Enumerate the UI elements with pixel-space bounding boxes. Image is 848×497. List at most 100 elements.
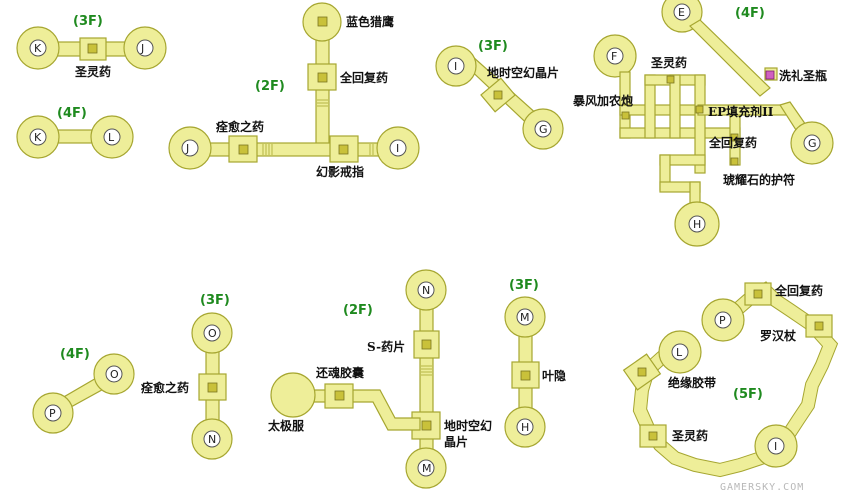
warp-node-label: O xyxy=(110,368,119,381)
treasure-chest-icon[interactable] xyxy=(87,43,98,54)
watermark: GAMERSKY.COM xyxy=(720,482,804,493)
warp-node[interactable] xyxy=(417,281,435,299)
warp-node[interactable] xyxy=(606,47,624,65)
treasure-chest-icon[interactable] xyxy=(730,157,739,166)
treasure-chest-icon[interactable] xyxy=(334,390,345,401)
warp-node-label: H xyxy=(693,218,701,231)
warp-node-label: M xyxy=(520,311,530,324)
floor-label: (5F) xyxy=(733,387,763,402)
warp-node-label: I xyxy=(396,142,399,155)
stairs xyxy=(262,99,374,155)
warp-node[interactable] xyxy=(181,139,199,157)
item-label: 地时空幻 xyxy=(444,418,492,433)
warp-node-label: G xyxy=(808,137,817,150)
treasure-chest-icon[interactable] xyxy=(765,70,775,80)
item-label: 痊愈之药 xyxy=(215,119,264,134)
treasure-chest-icon[interactable] xyxy=(666,75,675,84)
item-label: 全回复药 xyxy=(774,283,823,298)
room xyxy=(324,383,354,409)
map-3f-o-n: (3F) O N 痊愈之药 xyxy=(140,293,233,460)
warp-node-label: L xyxy=(676,346,683,359)
item-label: 圣灵药 xyxy=(650,55,687,70)
warp-node-label: L xyxy=(108,131,115,144)
warp-node[interactable] xyxy=(534,120,552,138)
treasure-chest-icon[interactable] xyxy=(493,90,503,100)
item-label: 暴风加农炮 xyxy=(572,93,633,108)
warp-node-label: I xyxy=(774,440,777,453)
warp-node-label: K xyxy=(34,131,42,144)
map-4f-efgh: (4F) E F G H 圣灵 xyxy=(572,0,834,247)
warp-node-label: P xyxy=(719,314,726,327)
floor-label: (2F) xyxy=(255,79,285,94)
item-label: 洗礼圣瓶 xyxy=(779,68,827,83)
item-label: 叶隐 xyxy=(542,368,566,383)
treasure-chest-icon[interactable] xyxy=(648,431,658,441)
item-label: 太极服 xyxy=(268,418,305,433)
treasure-chest-icon[interactable] xyxy=(338,144,349,155)
room-end xyxy=(270,372,316,418)
warp-node-label: J xyxy=(140,42,144,55)
treasure-chest-icon[interactable] xyxy=(421,339,432,350)
warp-node[interactable] xyxy=(671,343,689,361)
treasure-chest-icon[interactable] xyxy=(421,420,432,431)
warp-node[interactable] xyxy=(447,57,465,75)
treasure-chest-icon[interactable] xyxy=(317,72,328,83)
item-label: 幻影戒指 xyxy=(316,164,364,179)
treasure-chest-icon[interactable] xyxy=(520,370,531,381)
warp-node[interactable] xyxy=(389,139,407,157)
warp-node[interactable] xyxy=(417,459,435,477)
warp-node[interactable] xyxy=(105,365,123,383)
treasure-chest-icon[interactable] xyxy=(814,321,824,331)
treasure-chest-icon[interactable] xyxy=(621,111,630,120)
corridor xyxy=(669,74,681,139)
corridor xyxy=(419,299,434,466)
floor-label: (4F) xyxy=(735,6,765,21)
warp-node[interactable] xyxy=(103,128,121,146)
warp-node[interactable] xyxy=(516,308,534,326)
item-label: 地时空幻晶片 xyxy=(487,65,559,80)
warp-node[interactable] xyxy=(767,437,785,455)
warp-node[interactable] xyxy=(516,418,534,436)
map-3f-m-h: (3F) M H 叶隐 xyxy=(504,278,566,448)
item-label: 全回复药 xyxy=(708,135,757,150)
warp-node-label: N xyxy=(208,433,216,446)
map-3f-i-g: (3F) I G 地时空幻晶片 xyxy=(435,39,564,150)
item-label: 绝缘胶带 xyxy=(668,375,716,390)
warp-node[interactable] xyxy=(136,39,154,57)
warp-node[interactable] xyxy=(203,324,221,342)
map-2f-j-i: (2F) J I 蓝色猎鹰 全回复药 痊愈之药 幻影戒指 xyxy=(168,2,420,179)
warp-node-label: P xyxy=(49,407,56,420)
warp-node[interactable] xyxy=(29,39,47,57)
treasure-chest-icon[interactable] xyxy=(317,16,328,27)
treasure-chest-icon[interactable] xyxy=(207,382,218,393)
warp-node-label: O xyxy=(208,327,217,340)
treasure-chest-icon[interactable] xyxy=(637,367,647,377)
warp-node[interactable] xyxy=(44,404,62,422)
warp-node-label: I xyxy=(454,60,457,73)
treasure-chest-icon[interactable] xyxy=(730,133,739,142)
treasure-chest-icon[interactable] xyxy=(238,144,249,155)
map-5f-p-l-i: (5F) P L I 全回复药 罗汉杖 绝缘胶带 圣灵药 xyxy=(622,281,839,478)
item-label: 全回复药 xyxy=(339,70,388,85)
floor-label: (3F) xyxy=(73,14,103,29)
stairs xyxy=(421,365,432,376)
treasure-chest-icon[interactable] xyxy=(753,289,763,299)
map-4f-o-p: (4F) O P xyxy=(32,347,135,434)
warp-node[interactable] xyxy=(714,311,732,329)
corridor xyxy=(689,19,771,97)
warp-node[interactable] xyxy=(203,430,221,448)
item-label: 蓝色猎鹰 xyxy=(346,14,394,29)
floor-label: (2F) xyxy=(343,303,373,318)
warp-node-label: F xyxy=(611,50,617,63)
warp-node[interactable] xyxy=(29,128,47,146)
treasure-chest-icon[interactable] xyxy=(695,105,704,114)
corridor xyxy=(299,389,421,431)
warp-node[interactable] xyxy=(673,3,691,21)
floor-label: (3F) xyxy=(478,39,508,54)
item-label: 痊愈之药 xyxy=(140,380,189,395)
item-label: 圣灵药 xyxy=(671,428,708,443)
warp-node[interactable] xyxy=(803,134,821,152)
item-label: 还魂胶囊 xyxy=(315,365,365,380)
warp-node[interactable] xyxy=(688,215,706,233)
